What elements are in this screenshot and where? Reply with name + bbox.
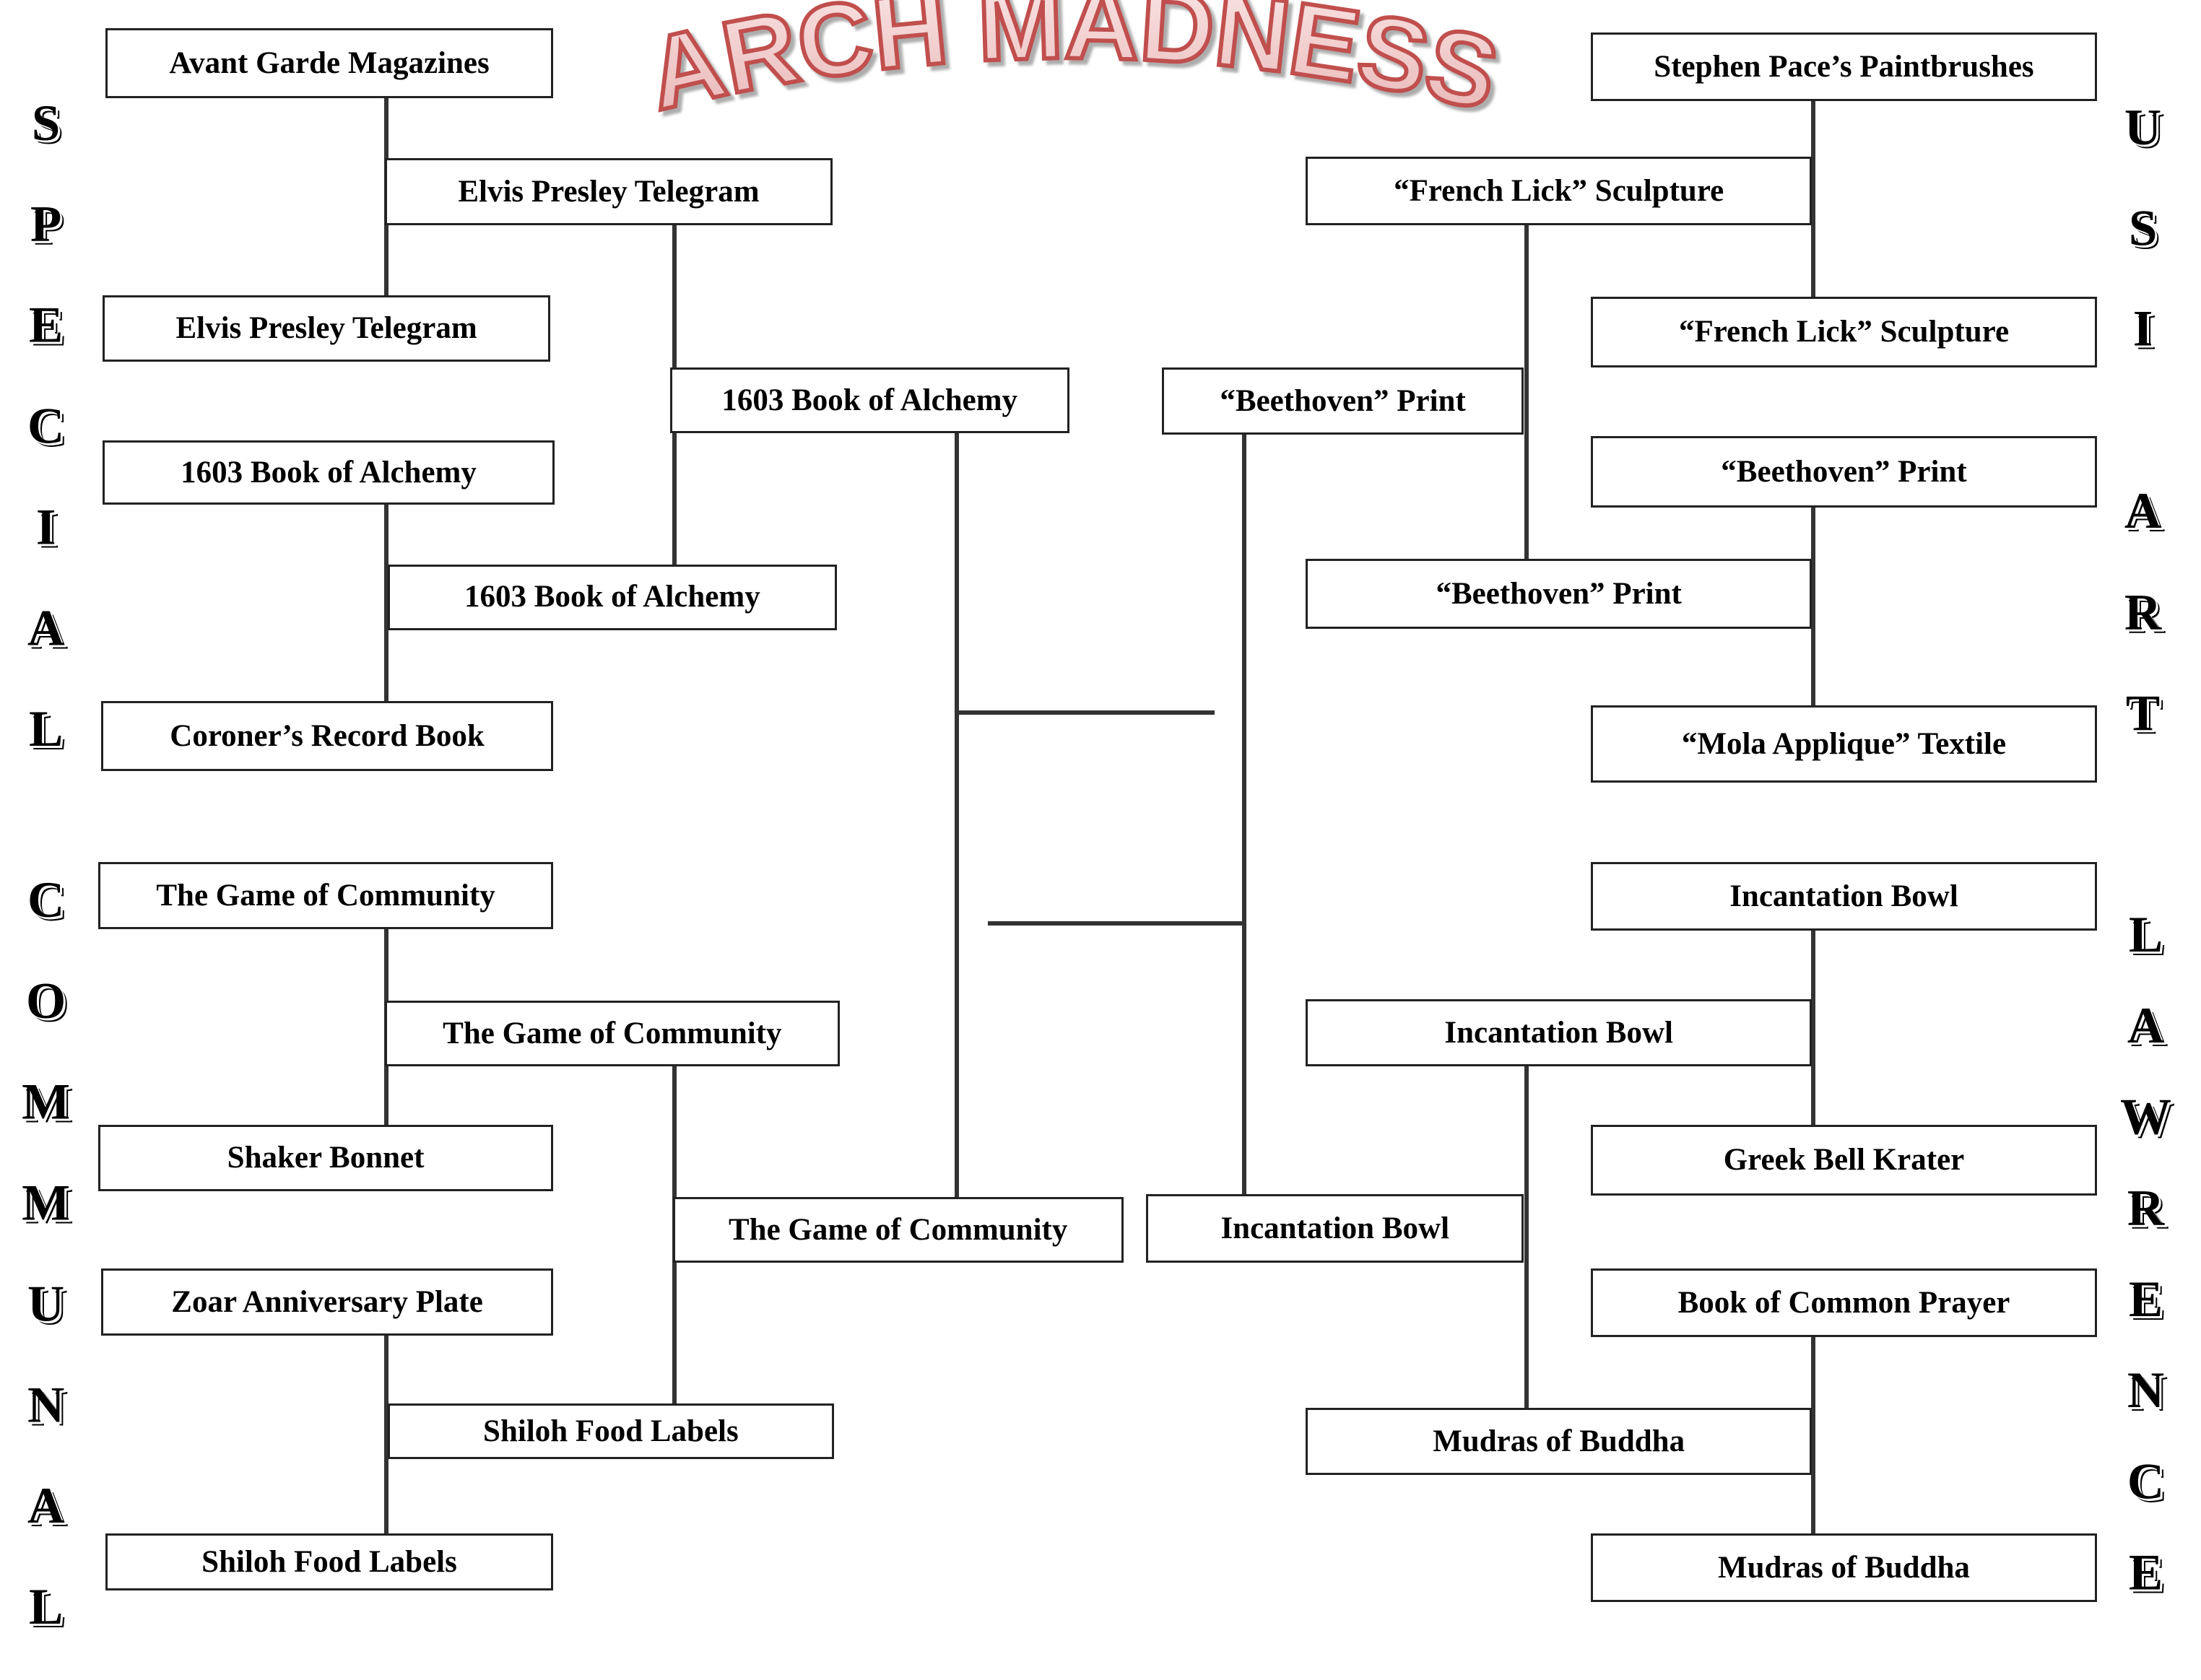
bracket-line bbox=[1811, 1336, 1816, 1534]
bracket-line bbox=[1811, 931, 1816, 1125]
bracket-slot-left-round1: Zoar Anniversary Plate bbox=[101, 1268, 553, 1336]
bracket-slot-right-round1: Greek Bell Krater bbox=[1591, 1124, 2097, 1196]
bracket-line bbox=[1242, 435, 1247, 1195]
side-label-usi: USI bbox=[2114, 100, 2171, 402]
side-label-special: SPECIAL bbox=[17, 95, 74, 803]
side-label-art: ART bbox=[2114, 483, 2171, 788]
bracket-slot-right-round3: Incantation Bowl bbox=[1146, 1194, 1524, 1263]
bracket-line bbox=[1524, 225, 1529, 559]
bracket-slot-right-round3: “Beethoven” Print bbox=[1161, 367, 1524, 435]
bracket-slot-left-round1: Elvis Presley Telegram bbox=[103, 295, 550, 362]
svg-text:ARCH MADNESS: ARCH MADNESS bbox=[638, 0, 1508, 132]
bracket-slot-right-round2: Incantation Bowl bbox=[1306, 998, 1813, 1066]
side-label-communal: COMMUNAL bbox=[17, 872, 74, 1680]
bracket-slot-right-round1: Mudras of Buddha bbox=[1591, 1533, 2097, 1602]
bracket-sheet: ARCH MADNESS SPECIAL COMMUNAL USI ART LA… bbox=[17, 0, 2174, 1680]
bracket-slot-right-round2: “French Lick” Sculpture bbox=[1306, 157, 1813, 225]
side-label-lawrence: LAWRENCE bbox=[2117, 906, 2174, 1636]
bracket-line bbox=[1524, 1066, 1529, 1409]
bracket-line bbox=[1811, 507, 1816, 706]
bracket-slot-left-round2: 1603 Book of Alchemy bbox=[387, 564, 837, 630]
bracket-slot-left-round2: Elvis Presley Telegram bbox=[385, 158, 833, 225]
bracket-line bbox=[383, 504, 388, 702]
bracket-slot-left-round1: Shiloh Food Labels bbox=[105, 1533, 553, 1591]
title-text: ARCH MADNESS bbox=[635, 0, 1511, 134]
bracket-slot-right-round2: Mudras of Buddha bbox=[1306, 1408, 1813, 1476]
bracket-slot-right-round1: Incantation Bowl bbox=[1591, 862, 2097, 931]
bracket-slot-right-round1: “French Lick” Sculpture bbox=[1591, 296, 2097, 368]
bracket-slot-right-round2: “Beethoven” Print bbox=[1306, 558, 1813, 629]
page-title: ARCH MADNESS bbox=[635, 0, 1511, 134]
bracket-slot-left-round2: Shiloh Food Labels bbox=[387, 1403, 834, 1460]
bracket-slot-right-round1: “Mola Applique” Textile bbox=[1591, 705, 2097, 783]
bracket-slot-left-round3: 1603 Book of Alchemy bbox=[669, 367, 1069, 434]
bracket-line bbox=[1811, 101, 1816, 297]
bracket-line bbox=[383, 1335, 388, 1534]
bracket-line bbox=[956, 710, 1215, 715]
bracket-slot-left-round1: The Game of Community bbox=[98, 862, 553, 930]
bracket-line bbox=[954, 433, 959, 1198]
bracket-slot-left-round1: Avant Garde Magazines bbox=[105, 28, 553, 99]
bracket-slot-right-round1: “Beethoven” Print bbox=[1591, 436, 2097, 508]
bracket-line bbox=[988, 921, 1245, 926]
bracket-slot-left-round2: The Game of Community bbox=[385, 1000, 840, 1066]
bracket-slot-left-round3: The Game of Community bbox=[672, 1197, 1124, 1263]
bracket-slot-left-round1: Coroner’s Record Book bbox=[101, 701, 553, 771]
bracket-slot-left-round1: 1603 Book of Alchemy bbox=[103, 440, 555, 505]
bracket-slot-right-round1: Book of Common Prayer bbox=[1591, 1268, 2097, 1337]
bracket-slot-right-round1: Stephen Pace’s Paintbrushes bbox=[1591, 32, 2097, 102]
bracket-slot-left-round1: Shaker Bonnet bbox=[98, 1124, 553, 1192]
